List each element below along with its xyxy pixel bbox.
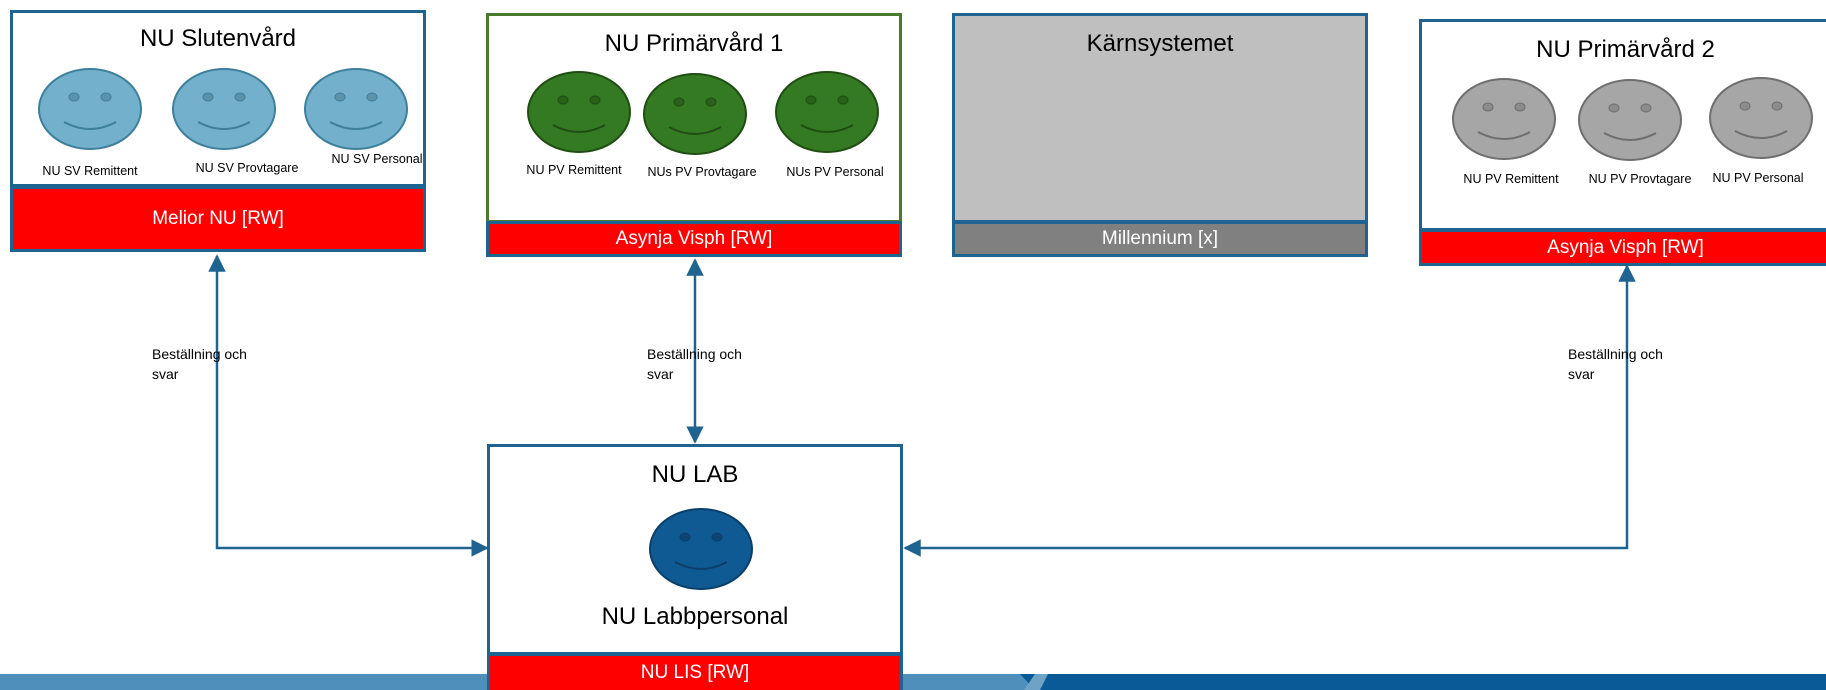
- edge-label-line: Beställning och: [647, 346, 742, 362]
- edge-label-line: svar: [1568, 366, 1595, 382]
- system-box-karnsystemet: Kärnsystemet: [952, 13, 1368, 223]
- edge-label-line: Beställning och: [152, 346, 247, 362]
- person-smiley-icon: [1709, 77, 1813, 159]
- edge-label-primarvard1: Beställning och svar: [647, 344, 742, 384]
- system-title: NU Primärvård 1: [604, 30, 784, 57]
- person-smiley-icon: [38, 68, 142, 150]
- person-label: NUs PV Personal: [786, 165, 884, 179]
- person-smiley-icon: [1578, 79, 1682, 161]
- person-label: NUs PV Provtagare: [647, 165, 757, 179]
- person-smiley-icon: [527, 71, 631, 153]
- person-smiley-icon: [775, 71, 879, 153]
- person-label: NU PV Personal: [1712, 171, 1804, 185]
- person-label: NU SV Remittent: [42, 164, 138, 178]
- person-label: NU PV Provtagare: [1588, 172, 1692, 186]
- system-title: NU Slutenvård: [139, 25, 297, 52]
- system-bar-asynja-1: Asynja Visph [RW]: [486, 221, 902, 257]
- system-bar-asynja-2: Asynja Visph [RW]: [1419, 229, 1826, 266]
- system-bar-lis: NU LIS [RW]: [487, 653, 903, 690]
- system-bar-melior: Melior NU [RW]: [10, 186, 426, 252]
- person-label: NU PV Remittent: [526, 163, 622, 177]
- lab-person-label: NU Labbpersonal: [601, 603, 789, 630]
- edge-label-slutenvard: Beställning och svar: [152, 344, 247, 384]
- edge-label-line: svar: [647, 366, 674, 382]
- edge-label-line: Beställning och: [1568, 346, 1663, 362]
- edge-label-line: svar: [152, 366, 179, 382]
- arrow-slutenvard-lab: [208, 254, 489, 557]
- system-bar-millennium: Millennium [x]: [952, 221, 1368, 257]
- person-label: NU SV Provtagare: [195, 161, 299, 175]
- person-smiley-icon: [649, 508, 753, 590]
- person-label: NU SV Personal: [331, 152, 423, 166]
- person-smiley-icon: [304, 68, 408, 150]
- arrow-primarvard2-lab: [903, 264, 1636, 557]
- person-smiley-icon: [172, 68, 276, 150]
- person-smiley-icon: [1452, 78, 1556, 160]
- person-smiley-icon: [643, 73, 747, 155]
- person-label: NU PV Remittent: [1463, 172, 1559, 186]
- system-title: NU LAB: [651, 461, 739, 488]
- system-title: NU Primärvård 2: [1536, 36, 1715, 63]
- edge-label-primarvard2: Beställning och svar: [1568, 344, 1663, 384]
- system-title: Kärnsystemet: [1086, 30, 1234, 57]
